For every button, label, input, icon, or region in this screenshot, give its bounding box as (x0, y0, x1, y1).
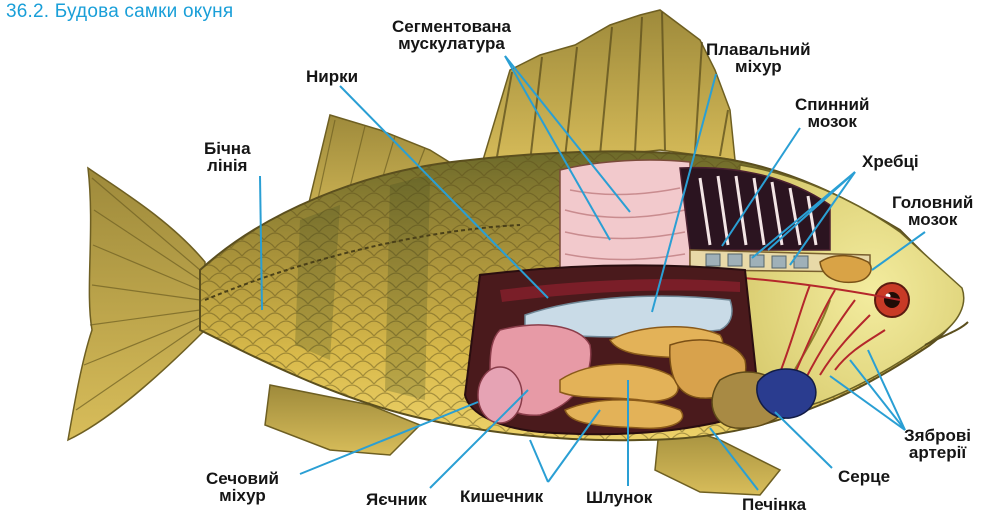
label-lateral-line-1: Бічна (204, 140, 251, 157)
label-urinary-bladder-1: Сечовий (206, 470, 279, 487)
label-segmented-muscles-line-2: мускулатура (392, 35, 511, 52)
label-brain-1: Головний (892, 194, 973, 211)
label-brain-2: мозок (892, 211, 973, 228)
label-gill-arteries: Зяброві артерії (904, 427, 971, 461)
label-spinal-cord-2: мозок (795, 113, 869, 130)
label-urinary-bladder: Сечовий міхур (206, 470, 279, 504)
label-lateral-line-2: лінія (204, 157, 251, 174)
label-vertebrae: Хребці (862, 153, 919, 170)
label-spinal-cord-1: Спинний (795, 96, 869, 113)
label-liver: Печінка (742, 496, 806, 513)
label-ovary: Яєчник (366, 491, 427, 508)
figure-title: 36.2. Будова самки окуня (6, 1, 233, 23)
label-urinary-bladder-2: міхур (206, 487, 279, 504)
label-lateral-line: Бічна лінія (204, 140, 251, 174)
label-spinal-cord: Спинний мозок (795, 96, 869, 130)
label-swim-bladder-2: міхур (706, 58, 811, 75)
label-gill-arteries-1: Зяброві (904, 427, 971, 444)
label-stomach: Шлунок (586, 489, 652, 506)
label-brain: Головний мозок (892, 194, 973, 228)
label-heart: Серце (838, 468, 890, 485)
label-swim-bladder: Плавальний міхур (706, 41, 811, 75)
tail-fin (68, 168, 205, 440)
label-kidneys: Нирки (306, 68, 358, 85)
label-swim-bladder-1: Плавальний (706, 41, 811, 58)
label-gill-arteries-2: артерії (904, 444, 971, 461)
label-intestine: Кишечник (460, 488, 543, 505)
urinary-bladder (478, 367, 522, 423)
label-segmented-muscles: Сегментована мускулатура (392, 18, 511, 52)
label-segmented-muscles-line-1: Сегментована (392, 18, 511, 35)
